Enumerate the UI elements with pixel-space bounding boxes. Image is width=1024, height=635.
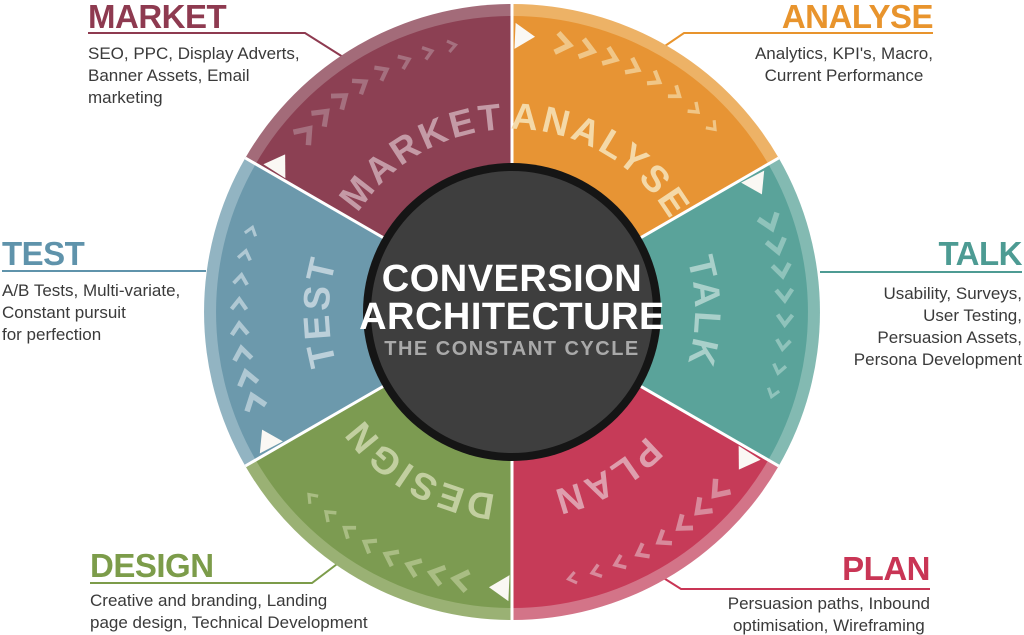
chevron-icon <box>243 224 258 237</box>
market-label-block: MARKET SEO, PPC, Display Adverts, Banner… <box>88 0 300 109</box>
chevron-icon <box>601 46 620 66</box>
chevron-icon <box>404 558 423 578</box>
chevron-icon <box>323 509 337 523</box>
chevron-icon <box>577 37 598 60</box>
wheel-chevrons <box>229 22 795 602</box>
chevron-icon <box>772 362 788 376</box>
chevron-icon <box>232 344 254 362</box>
chevron-icon <box>694 496 713 516</box>
segment-arrow-icon <box>741 170 765 195</box>
chevron-icon <box>382 549 400 568</box>
chevron-icon <box>766 387 781 400</box>
segment-arrow-icon <box>514 22 536 49</box>
chevron-icon <box>775 313 795 329</box>
chevron-icon <box>397 54 412 71</box>
test-description: A/B Tests, Multi-variate, Constant pursu… <box>2 281 181 345</box>
chevron-icon <box>675 513 694 531</box>
center-title-line1-text: CONVERSION <box>382 258 642 300</box>
segment-arrow-icon <box>263 154 286 179</box>
analyse-description: Analytics, KPI's, Macro, Current Perform… <box>754 44 933 86</box>
chevron-icon <box>446 39 459 54</box>
talk-label-block: TALK Usability, Surveys, User Testing, P… <box>853 235 1023 371</box>
chevron-icon <box>646 69 663 86</box>
chevron-icon <box>711 478 732 499</box>
center-title-line1: CONVERSION <box>382 258 642 300</box>
center-title-line2: ARCHITECTURE <box>359 296 665 338</box>
test-title: TEST <box>2 235 85 272</box>
chevron-icon <box>756 211 780 233</box>
chevron-icon <box>351 78 369 96</box>
analyse-title: ANALYSE <box>781 0 934 35</box>
plan-description: Persuasion paths, Inbound optimisation, … <box>727 594 930 635</box>
chevron-icon <box>553 30 574 55</box>
chevron-icon <box>229 319 250 337</box>
chevron-icon <box>244 391 268 413</box>
analyse-connector-line <box>661 32 933 49</box>
chevron-icon <box>361 538 378 555</box>
plan-connector-line <box>661 576 930 590</box>
chevron-icon <box>450 569 471 594</box>
market-title: MARKET <box>88 0 227 35</box>
chevron-icon <box>612 553 627 570</box>
center-title-line2-text: ARCHITECTURE <box>359 296 665 338</box>
design-label-block: DESIGN Creative and branding, Landing pa… <box>90 547 368 634</box>
chevron-icon <box>770 262 792 280</box>
chevron-icon <box>330 93 349 111</box>
chevron-icon <box>589 563 603 579</box>
center-circle <box>371 171 653 453</box>
segment-arrow-icon <box>259 429 283 454</box>
chevron-icon <box>237 367 260 388</box>
market-connector-line <box>88 32 344 58</box>
chevron-icon <box>775 338 792 353</box>
chevron-icon <box>426 564 447 587</box>
chevron-icon <box>634 542 650 559</box>
analyse-label-block: ANALYSE Analytics, KPI's, Macro, Current… <box>754 0 934 87</box>
segment-arrow-icon <box>488 575 510 602</box>
chevron-icon <box>342 525 357 540</box>
chevron-icon <box>687 101 701 115</box>
design-description: Creative and branding, Landing page desi… <box>90 591 368 633</box>
chevron-icon <box>229 295 249 311</box>
test-label-block: TEST A/B Tests, Multi-variate, Constant … <box>2 235 181 346</box>
center-subtitle-text: THE CONSTANT CYCLE <box>384 338 640 360</box>
chevron-icon <box>565 570 578 585</box>
center-subtitle: THE CONSTANT CYCLE <box>384 338 640 360</box>
design-title: DESIGN <box>90 547 214 584</box>
design-connector-line <box>90 557 346 584</box>
chevron-icon <box>624 56 642 75</box>
chevron-icon <box>292 125 313 146</box>
chevron-icon <box>236 248 252 262</box>
chevron-icon <box>311 108 330 128</box>
talk-title: TALK <box>938 235 1022 272</box>
chevron-icon <box>374 65 390 82</box>
chevron-icon <box>667 84 682 99</box>
plan-title: PLAN <box>842 550 930 587</box>
chevron-icon <box>421 45 435 61</box>
chevron-icon <box>774 287 795 305</box>
talk-description: Usability, Surveys, User Testing, Persua… <box>853 284 1022 370</box>
segment-arrow-icon <box>738 445 761 470</box>
chevron-icon <box>655 528 673 546</box>
chevron-icon <box>232 271 249 286</box>
chevron-icon <box>764 236 787 257</box>
market-description: SEO, PPC, Display Adverts, Banner Assets… <box>88 44 300 108</box>
plan-label-block: PLAN Persuasion paths, Inbound optimisat… <box>727 550 931 635</box>
chevron-icon <box>307 492 319 504</box>
chevron-icon <box>705 120 717 132</box>
